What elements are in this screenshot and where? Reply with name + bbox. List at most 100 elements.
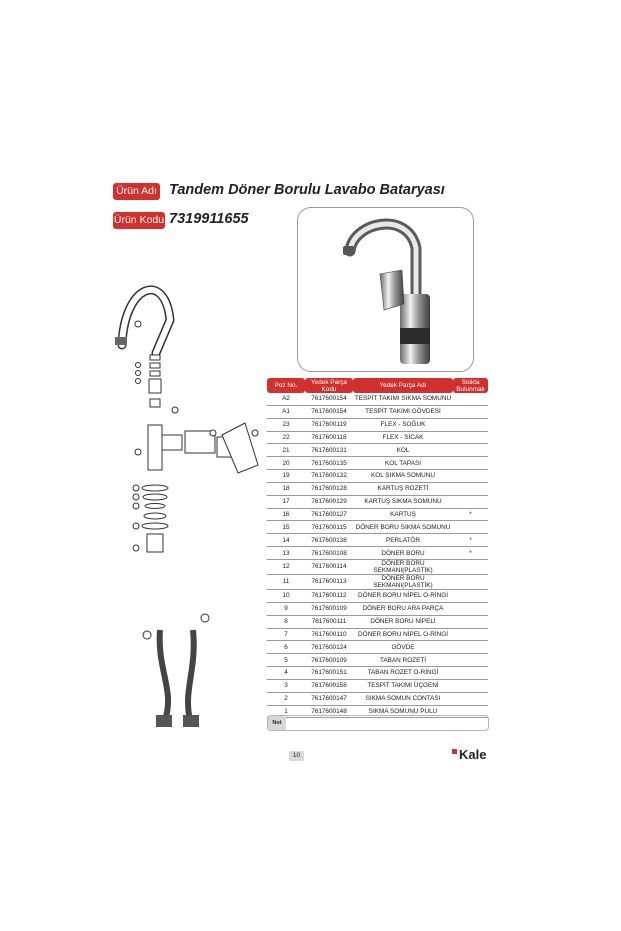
cell-name: DÖNER BORU SEKMANI(PLASTİK): [353, 560, 453, 575]
cell-stock: [453, 393, 488, 406]
cell-stock: [453, 457, 488, 471]
note-label: Not: [268, 716, 286, 730]
exploded-parts-diagram: [115, 285, 259, 474]
cell-stock: [453, 521, 488, 535]
cell-pos: A1: [267, 406, 305, 419]
cell-code: 7617600148: [305, 706, 353, 719]
cell-code: 7617600154: [305, 393, 353, 406]
cell-code: 7617600112: [305, 590, 353, 603]
cell-code: 7617600128: [305, 483, 353, 496]
cell-pos: 15: [267, 521, 305, 535]
cell-pos: 23: [267, 419, 305, 432]
cell-stock: [453, 406, 488, 419]
cell-name: KOL TAPASI: [353, 457, 453, 471]
cell-stock: [453, 432, 488, 445]
cell-name: DÖNER BORU NİPELİ: [353, 616, 453, 629]
cell-code: 7617600154: [305, 406, 353, 419]
cell-pos: 3: [267, 680, 305, 693]
header-stock: Stokta Bulunmalı: [453, 378, 488, 393]
cell-name: KARTUŞ SIKMA SOMUNU: [353, 496, 453, 509]
cell-stock: [453, 590, 488, 603]
flex-hoses-diagram: [142, 613, 210, 727]
cell-stock: [453, 575, 488, 590]
brand-name: Kale: [459, 747, 487, 762]
product-code: 7319911655: [169, 211, 249, 227]
cell-stock: *: [453, 509, 488, 522]
cell-stock: [453, 641, 488, 655]
cell-code: 7617600109: [305, 603, 353, 616]
product-photo-frame: [297, 207, 474, 372]
cell-name: KOL SIKMA SOMUNU: [353, 470, 453, 483]
cell-code: 7617600131: [305, 444, 353, 458]
cell-pos: 7: [267, 629, 305, 642]
cell-stock: [453, 616, 488, 629]
cell-pos: 10: [267, 590, 305, 603]
cell-stock: [453, 419, 488, 432]
cell-stock: [453, 680, 488, 693]
cell-name: KOL: [353, 444, 453, 458]
table-header-row: Poz No. Yedek Parça Kodu Yedek Parça Adı…: [267, 378, 488, 393]
cell-code: 7617600113: [305, 575, 353, 590]
cell-name: SIKMA SOMUNU PULU: [353, 706, 453, 719]
cell-code: 7617600110: [305, 629, 353, 642]
note-box: Not: [267, 715, 489, 731]
cell-code: 7617600132: [305, 470, 353, 483]
cell-name: SIKMA SOMUN CONTASI: [353, 693, 453, 706]
cell-code: 7617600115: [305, 521, 353, 535]
cell-code: 7617600151: [305, 667, 353, 680]
cell-name: DÖNER BORU SEKMANI(PLASTİK): [353, 575, 453, 590]
cell-name: TABAN ROZET O-RİNGİ: [353, 667, 453, 680]
cell-stock: [453, 496, 488, 509]
cell-stock: [453, 483, 488, 496]
cell-code: 7617600129: [305, 496, 353, 509]
spare-parts-table: Poz No. Yedek Parça Kodu Yedek Parça Adı…: [267, 378, 488, 719]
cell-code: 7617600111: [305, 616, 353, 629]
cell-code: 7617600124: [305, 641, 353, 655]
cell-pos: 8: [267, 616, 305, 629]
cell-code: 7617600158: [305, 680, 353, 693]
cell-pos: 19: [267, 470, 305, 483]
cell-pos: 13: [267, 547, 305, 560]
cell-code: 7617600108: [305, 547, 353, 560]
cell-stock: [453, 706, 488, 719]
cell-stock: [453, 470, 488, 483]
cell-pos: 5: [267, 654, 305, 668]
cell-name: KARTUŞ: [353, 509, 453, 522]
cell-pos: 14: [267, 534, 305, 548]
cell-name: FLEX - SICAK: [353, 432, 453, 445]
cell-pos: 21: [267, 444, 305, 458]
cell-code: 7617600138: [305, 534, 353, 548]
cell-name: DÖNER BORU SIKMA SOMUNU: [353, 521, 453, 535]
cell-name: DÖNER BORU ARA PARÇA: [353, 603, 453, 616]
header-part-name: Yedek Parça Adı: [353, 378, 453, 393]
cell-name: DÖNER BORU: [353, 547, 453, 560]
cell-pos: 11: [267, 575, 305, 590]
cell-code: 7617600114: [305, 560, 353, 575]
cell-name: GÖVDE: [353, 641, 453, 655]
cell-name: TABAN ROZETİ: [353, 654, 453, 668]
cell-name: TESPİT TAKIMI ÜÇGENİ: [353, 680, 453, 693]
cell-code: 7617600135: [305, 457, 353, 471]
cell-stock: *: [453, 534, 488, 548]
logo-mark-icon: [452, 749, 457, 754]
lower-parts-diagram: [132, 484, 169, 553]
cell-pos: 12: [267, 560, 305, 575]
cell-pos: 22: [267, 432, 305, 445]
cell-name: KARTUŞ ROZETİ: [353, 483, 453, 496]
cell-code: 7617600118: [305, 432, 353, 445]
cell-stock: *: [453, 547, 488, 560]
cell-name: TESPİT TAKIMI GÖVDESİ: [353, 406, 453, 419]
